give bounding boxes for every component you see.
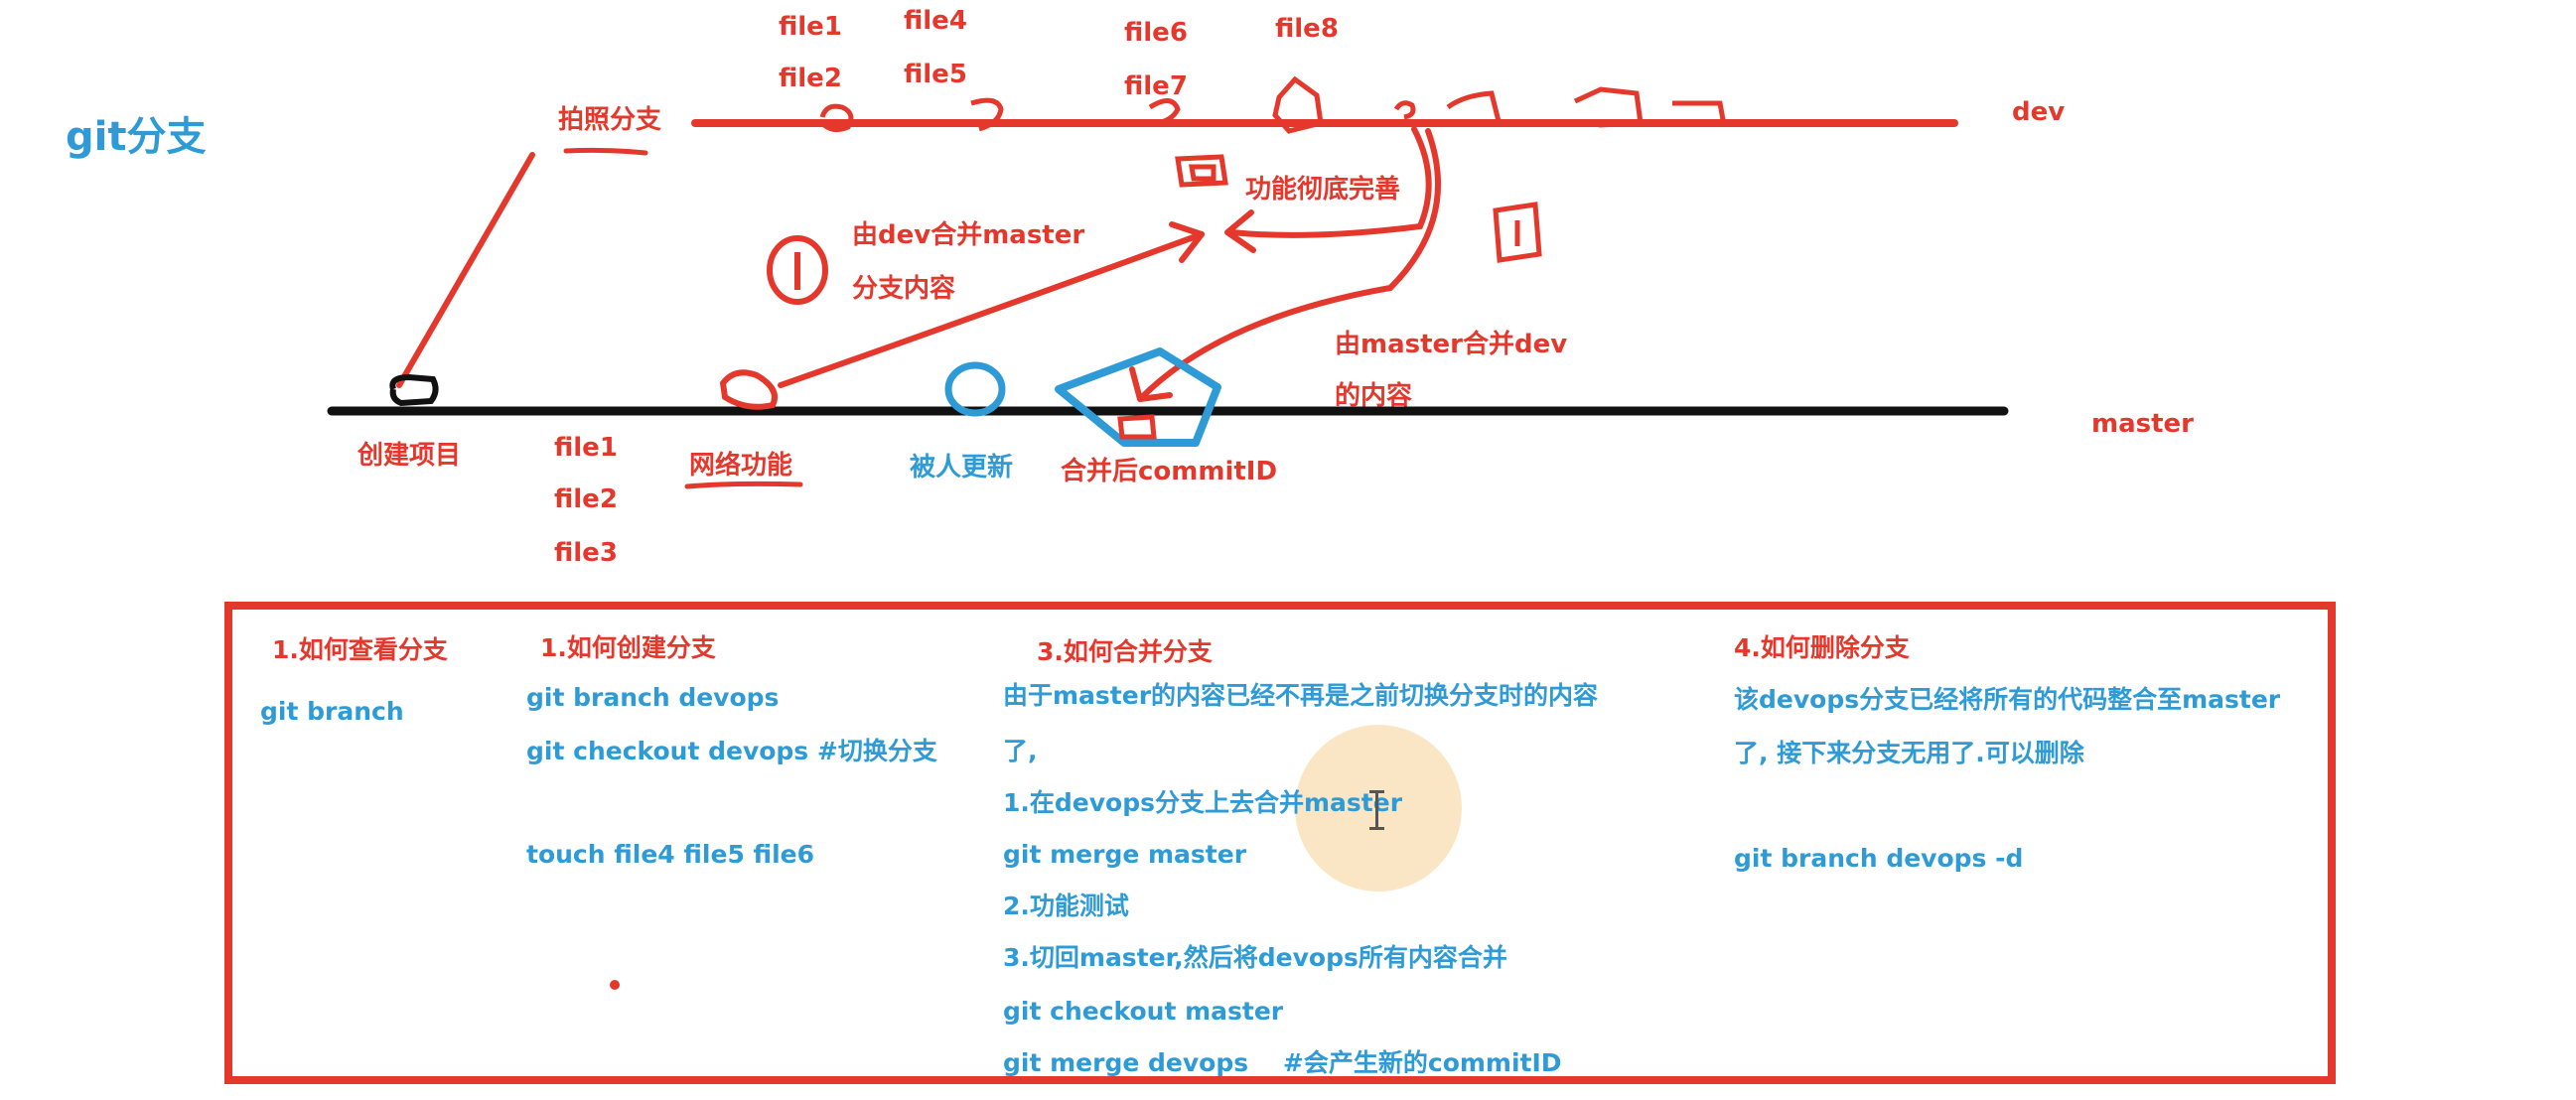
dev-commit: [1446, 90, 1503, 126]
network-feature-label: 网络功能: [689, 451, 793, 481]
delete-branch-heading: 4.如何删除分支: [1734, 633, 1910, 662]
merge-dev-into-master-arrow: [1139, 128, 1441, 400]
master-file-label: file2: [554, 484, 618, 514]
merge-master-into-dev-arrow: [778, 231, 1205, 388]
merge-branch-line: git merge devops #会产生新的commitID: [1003, 1048, 1562, 1077]
merge-branch-heading: 3.如何合并分支: [1037, 637, 1213, 666]
merge-master-into-dev-label: 分支内容: [852, 274, 956, 304]
create-branch-command: touch file4 file5 file6: [526, 840, 815, 869]
dev-commit: [1148, 98, 1181, 126]
instructions-panel: [224, 602, 2336, 1084]
create-branch-heading: 1.如何创建分支: [540, 633, 716, 662]
snapshot-branch-label: 拍照分支: [558, 105, 662, 135]
updated-by-others-commit: [944, 361, 1006, 417]
dev-commit: [1272, 75, 1324, 134]
dev-file-label: file8: [1275, 14, 1339, 44]
branch-off-line: [396, 152, 535, 388]
create-branch-command: git branch devops: [526, 683, 780, 712]
create-branch-command: git checkout devops #切换分支: [526, 737, 937, 765]
dev-commit: [819, 103, 854, 133]
merge-branch-line: 1.在devops分支上去合并master: [1003, 788, 1403, 817]
dev-commit: [1672, 100, 1727, 126]
dev-commit: [1393, 100, 1416, 120]
arrowhead: [1224, 209, 1256, 253]
circled-number-1: [767, 235, 828, 305]
master-branch-label: master: [2091, 409, 2194, 439]
dev-commit: [970, 97, 1004, 132]
dev-branch-label: dev: [2012, 97, 2066, 127]
page-title: git分支: [66, 114, 207, 160]
merge-dev-into-master-label: 由master合并dev: [1335, 330, 1568, 359]
text-cursor-icon: [1369, 790, 1384, 830]
merge-master-into-dev-label: 由dev合并master: [852, 220, 1085, 250]
master-file-label: file3: [554, 538, 618, 568]
arrowhead: [1129, 366, 1173, 402]
dev-file-label: file4: [904, 6, 967, 36]
merge-branch-line: 了,: [1003, 737, 1038, 765]
dev-file-label: file2: [779, 64, 842, 93]
merged-commit-pentagon: [1055, 347, 1221, 447]
delete-branch-line: 了, 接下来分支无用了.可以删除: [1734, 739, 2084, 767]
create-project-label: 创建项目: [358, 441, 462, 471]
delete-branch-command: git branch devops -d: [1734, 844, 2024, 873]
dev-file-label: file7: [1124, 71, 1188, 101]
dev-numbered-commit: [1493, 202, 1542, 263]
dev-curve-arrow: [1228, 126, 1432, 238]
delete-branch-line: 该devops分支已经将所有的代码整合至master: [1734, 685, 2281, 714]
view-branch-command: git branch: [260, 697, 404, 726]
stray-dot: [610, 980, 620, 990]
merged-commit-id-label: 合并后commitID: [1061, 457, 1278, 486]
merge-branch-line: 由于master的内容已经不再是之前切换分支时的内容: [1003, 681, 1599, 710]
create-project-commit: [389, 373, 439, 407]
network-feature-commit: [719, 369, 778, 410]
snapshot-underline: [563, 147, 648, 156]
dev-commit: [1573, 86, 1644, 128]
cursor-highlight: [1295, 725, 1462, 892]
network-feature-underline: [684, 481, 803, 489]
dev-file-label: file1: [779, 12, 842, 42]
merge-branch-line: git merge master: [1003, 840, 1247, 869]
merge-branch-line: 2.功能测试: [1003, 892, 1129, 920]
feature-complete-commit: [1175, 154, 1228, 188]
merge-branch-line: 3.切回master,然后将devops所有内容合并: [1003, 943, 1507, 972]
arrowhead: [1169, 221, 1205, 263]
view-branch-heading: 1.如何查看分支: [272, 635, 448, 664]
dev-file-label: file6: [1124, 18, 1188, 48]
merged-commit-mark: [1117, 414, 1157, 440]
master-file-label: file1: [554, 433, 618, 463]
feature-complete-label: 功能彻底完善: [1245, 175, 1401, 205]
dev-file-label: file5: [904, 60, 967, 89]
updated-by-others-label: 被人更新: [910, 453, 1014, 482]
merge-branch-line: git checkout master: [1003, 997, 1284, 1026]
merge-dev-into-master-label: 的内容: [1335, 381, 1413, 411]
